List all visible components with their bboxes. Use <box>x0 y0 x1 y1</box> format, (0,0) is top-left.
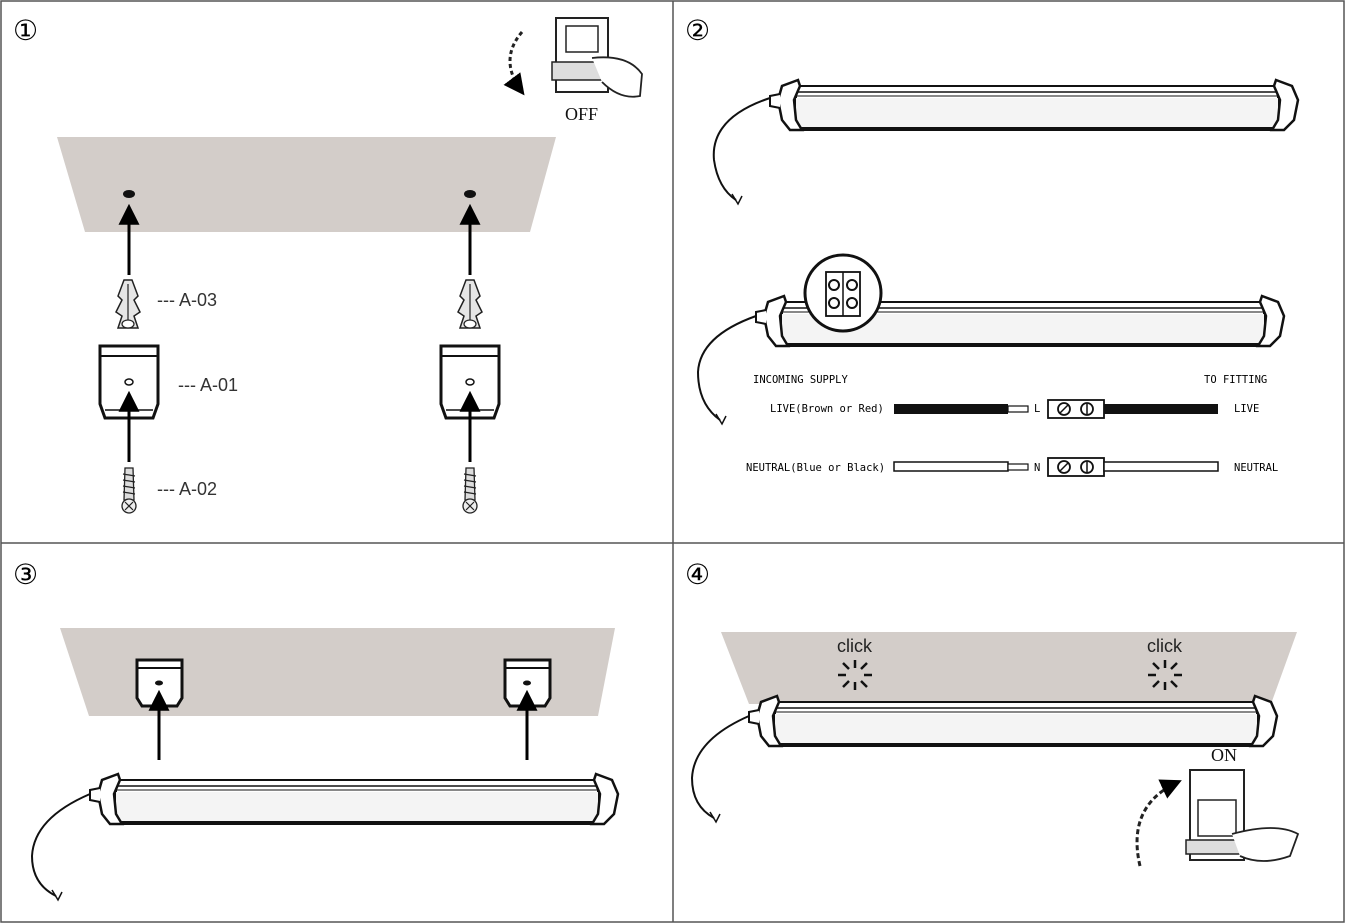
anchor-plug-right <box>457 279 483 329</box>
click-label-right: click <box>1147 636 1183 656</box>
panel-1-mount-brackets: OFF --- A-03 --- A-01 --- A-02 <box>57 17 643 514</box>
switch-on-illustration: ON <box>1135 745 1300 867</box>
live-wire-in <box>894 404 1008 414</box>
neutral-wire-in <box>893 461 1009 472</box>
cable-open <box>696 315 757 421</box>
panel-2-wiring: INCOMING SUPPLY TO FITTING LIVE(Brown or… <box>696 78 1300 477</box>
cable-4 <box>690 715 750 819</box>
panel-3-align-fitting <box>30 628 620 902</box>
step-number-2: ② <box>685 14 710 47</box>
anchor-plug-left <box>115 279 141 329</box>
light-fitting-3 <box>88 772 620 826</box>
step-number-3: ③ <box>13 558 38 591</box>
screw-right <box>462 467 478 514</box>
on-label: ON <box>1211 745 1237 765</box>
to-fitting-label: TO FITTING <box>1204 374 1267 386</box>
part-label-a01: --- A-01 <box>178 375 238 395</box>
terminal-block-magnifier <box>803 253 883 333</box>
drill-hole-left <box>123 190 135 198</box>
cable-3 <box>30 793 91 897</box>
live-in-label: LIVE(Brown or Red) <box>770 403 884 415</box>
live-wire-out <box>1104 404 1218 414</box>
panel-4-click-and-power-on: click click ON <box>690 632 1300 867</box>
incoming-supply-label: INCOMING SUPPLY <box>753 374 849 386</box>
drill-hole-right <box>464 190 476 198</box>
step-number-1: ① <box>13 14 38 47</box>
neutral-terminal <box>1047 457 1105 477</box>
click-burst-right <box>1148 660 1182 690</box>
part-label-a03: --- A-03 <box>157 290 217 310</box>
ceiling-4 <box>721 632 1297 704</box>
ceiling-1 <box>57 137 556 232</box>
bracket-mounted-left <box>135 658 184 708</box>
neutral-in-label: NEUTRAL(Blue or Black) <box>746 462 885 474</box>
bracket-mounted-right <box>503 658 552 708</box>
cable-top <box>712 97 771 201</box>
live-terminal <box>1047 399 1105 419</box>
neutral-wire-out <box>1103 461 1219 472</box>
live-terminal-mark: L <box>1034 403 1040 415</box>
click-label-left: click <box>837 636 873 656</box>
light-fitting-4 <box>747 694 1279 748</box>
neutral-terminal-mark: N <box>1034 462 1040 474</box>
off-label: OFF <box>565 104 598 124</box>
step-number-4: ④ <box>685 558 710 591</box>
click-burst-left <box>838 660 872 690</box>
ceiling-3 <box>60 628 615 716</box>
switch-off-illustration: OFF <box>503 17 643 124</box>
screw-left <box>121 467 137 514</box>
part-label-a02: --- A-02 <box>157 479 217 499</box>
neutral-out-label: NEUTRAL <box>1234 462 1278 474</box>
light-fitting-top <box>768 78 1300 132</box>
live-out-label: LIVE <box>1234 403 1259 415</box>
